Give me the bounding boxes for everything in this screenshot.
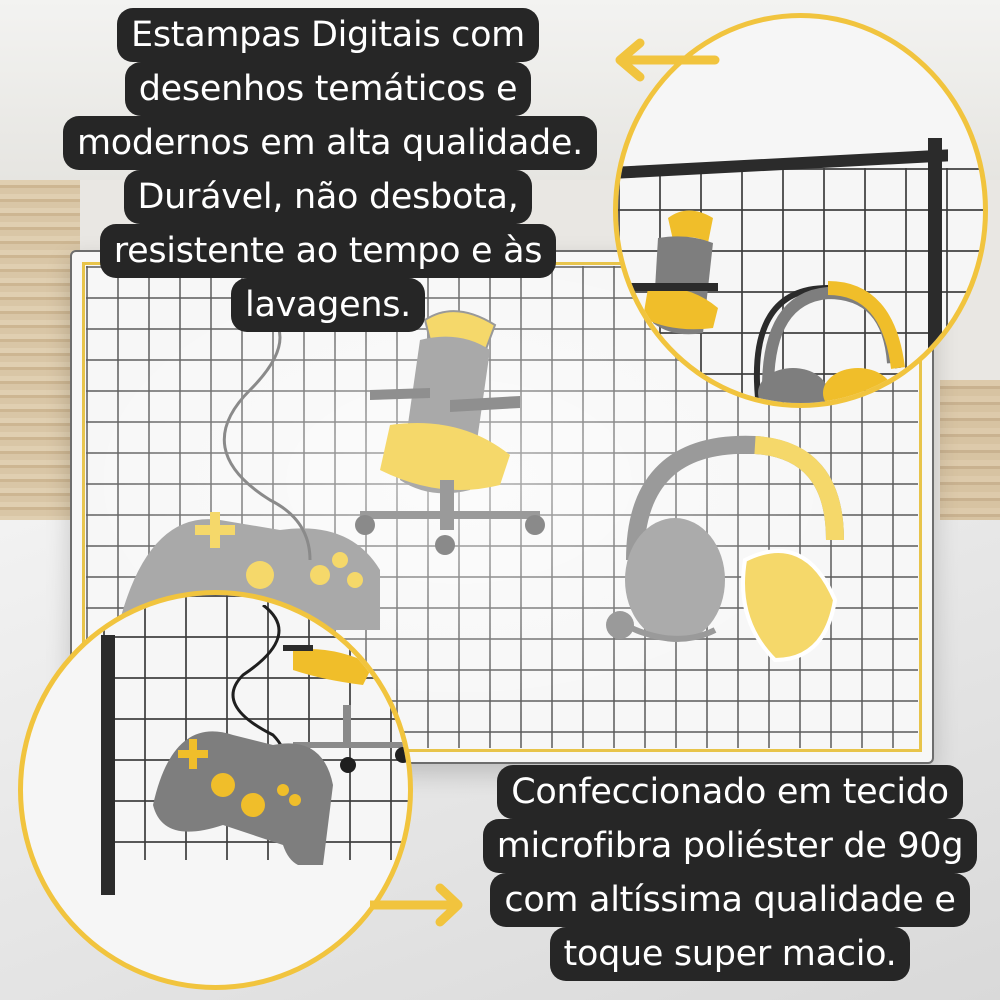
arrow-left-icon — [615, 38, 720, 82]
callout-line: modernos em alta qualidade. — [63, 116, 597, 170]
detail-chair-headset-icon — [628, 210, 905, 403]
gaming-chair-icon — [355, 310, 545, 555]
detail-pillow-edge-right — [928, 138, 942, 403]
detail-pillow-edge-left — [101, 635, 115, 895]
detail-controller-chair-icon — [153, 605, 408, 865]
controller-cable — [222, 300, 312, 560]
zoom-detail-circle-bottom — [18, 590, 413, 990]
callout-line: lavagens. — [231, 278, 425, 332]
wooden-nightstand-right — [940, 380, 1000, 540]
callout-line: Estampas Digitais com — [117, 8, 539, 62]
callout-line: com altíssima qualidade e — [490, 873, 970, 927]
callout-line: microfibra poliéster de 90g — [482, 819, 978, 873]
feature-callout-print: Estampas Digitais com desenhos temáticos… — [63, 8, 597, 332]
feature-callout-fabric: Confeccionado em tecido microfibra polié… — [480, 765, 980, 981]
callout-line: Confeccionado em tecido — [497, 765, 963, 819]
headset-icon — [606, 435, 844, 663]
zoom-detail-circle-top — [613, 13, 988, 408]
callout-line: Durável, não desbota, — [123, 170, 533, 224]
callout-line: desenhos temáticos e — [124, 62, 532, 116]
arrow-right-icon — [370, 883, 463, 927]
callout-line: toque super macio. — [549, 927, 911, 981]
callout-line: resistente ao tempo e às — [99, 224, 557, 278]
